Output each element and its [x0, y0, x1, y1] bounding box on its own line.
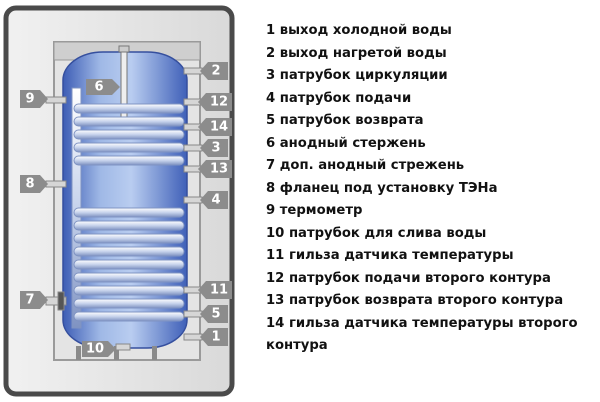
badge-6: 6 — [86, 79, 120, 95]
badge-5: 5 — [200, 305, 228, 323]
legend-item-7: 7 доп. анодный стрежень — [266, 158, 465, 173]
legend-item-4: 4 патрубок подачи — [266, 90, 412, 106]
badge-3: 3 — [200, 139, 228, 157]
badge-2: 2 — [200, 62, 228, 80]
svg-text:7: 7 — [25, 293, 34, 308]
badge-12: 12 — [198, 93, 232, 111]
legend-item-2: 2 выход нагретой воды — [266, 45, 447, 61]
svg-text:14: 14 — [210, 120, 228, 135]
legend-item-9: 9 термометр — [266, 203, 363, 218]
svg-text:2: 2 — [211, 64, 220, 79]
badge-14: 14 — [198, 118, 232, 136]
leg-left — [76, 346, 81, 360]
leg-mid — [114, 346, 119, 360]
svg-text:5: 5 — [211, 307, 220, 322]
svg-text:8: 8 — [25, 177, 34, 192]
legend-item-11: 11 гильза датчика температуры — [266, 248, 514, 263]
legend-item-10: 10 патрубок для слива воды — [266, 225, 487, 241]
legend-item-13: 13 патрубок возврата второго контура — [266, 293, 564, 308]
svg-text:10: 10 — [86, 342, 104, 357]
legend-item-3: 3 патрубок циркуляции — [266, 68, 448, 83]
badge-10: 10 — [82, 341, 116, 357]
leg-right — [152, 346, 157, 360]
svg-text:4: 4 — [211, 193, 220, 208]
legend-item-1: 1 выход холодной воды — [266, 23, 452, 38]
badge-1: 1 — [200, 328, 228, 346]
drain-pipe — [115, 343, 131, 351]
svg-text:11: 11 — [210, 283, 228, 298]
anode-rod-cap — [118, 45, 130, 53]
svg-text:1: 1 — [211, 330, 220, 345]
water-heater-diagram: 6 9 8 7 2 12 14 3 13 4 11 5 — [3, 5, 235, 397]
badge-4: 4 — [200, 191, 228, 209]
legend-list: 1 выход холодной воды 2 выход нагретой в… — [266, 20, 596, 358]
badge-13: 13 — [198, 160, 232, 178]
svg-text:13: 13 — [210, 162, 228, 177]
badge-9: 9 — [20, 90, 48, 108]
badge-11: 11 — [198, 281, 232, 299]
badge-8: 8 — [20, 175, 48, 193]
legend-item-8: 8 фланец под установку ТЭНа — [266, 180, 498, 196]
badge-7: 7 — [20, 291, 48, 309]
svg-text:12: 12 — [210, 95, 228, 110]
svg-text:3: 3 — [211, 141, 220, 156]
lower-coil — [73, 207, 185, 322]
upper-coil — [73, 103, 185, 166]
legend-item-6: 6 анодный стержень — [266, 135, 426, 151]
legend-item-12: 12 патрубок подачи второго контура — [266, 270, 551, 286]
legend-item-14: 14 гильза датчика температуры второго ко… — [266, 315, 578, 354]
legend-item-5: 5 патрубок возврата — [266, 113, 424, 128]
svg-text:9: 9 — [25, 92, 34, 107]
svg-text:6: 6 — [94, 80, 103, 95]
